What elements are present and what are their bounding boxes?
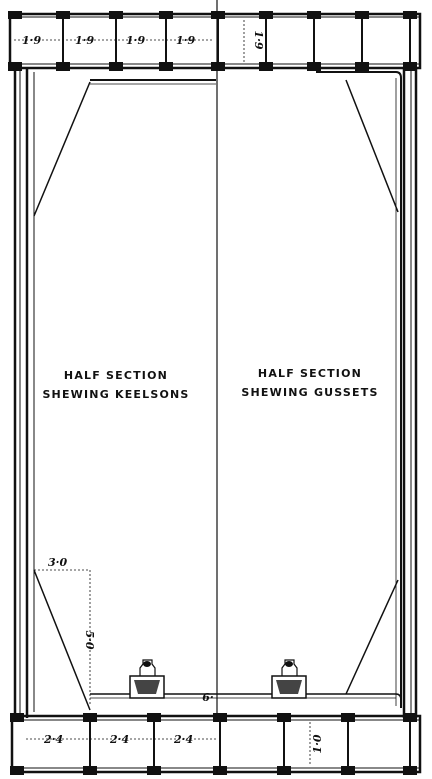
caption-left-line2: SHEWING KEELSONS bbox=[42, 388, 189, 401]
top-cell-partitions bbox=[62, 14, 411, 68]
top-cell-dim-3: 1·9 bbox=[126, 34, 145, 47]
top-cell-dim-4: 1·9 bbox=[176, 34, 195, 47]
top-cell-dim-1: 1·9 bbox=[22, 34, 41, 47]
caption-right-line2: SHEWING GUSSETS bbox=[241, 386, 378, 399]
corner-brackets bbox=[33, 79, 399, 711]
bottom-cellular-flange: 2·4 2·4 2·4 1·0 bbox=[10, 713, 422, 775]
rail-bearer-left bbox=[129, 659, 165, 699]
caption-right: HALF SECTION SHEWING GUSSETS bbox=[241, 367, 378, 399]
corner-dimensions: 3·0 5·0 ·9 bbox=[34, 556, 214, 706]
caption-left-line1: HALF SECTION bbox=[64, 369, 168, 382]
corner-height-dim: 5·0 bbox=[83, 630, 96, 649]
top-joint-plates bbox=[8, 11, 417, 71]
corner-width-dim: 3·0 bbox=[48, 556, 67, 569]
bottom-cell-dim-1: 2·4 bbox=[43, 733, 63, 746]
bottom-depth-dim: 1·0 bbox=[311, 734, 324, 753]
top-cellular-flange: 1·9 1·9 1·9 1·9 1·9 bbox=[8, 11, 422, 71]
bottom-cell-dim-2: 2·4 bbox=[109, 733, 129, 746]
top-cell-dim-2: 1·9 bbox=[75, 34, 94, 47]
top-depth-dim: 1·9 bbox=[252, 30, 265, 49]
bottom-cell-dim-3: 2·4 bbox=[173, 733, 193, 746]
caption-left: HALF SECTION SHEWING KEELSONS bbox=[42, 369, 189, 401]
rail-bearer-right bbox=[271, 659, 307, 699]
side-walls bbox=[13, 68, 418, 718]
bottom-joint-plates bbox=[10, 713, 417, 775]
caption-right-line1: HALF SECTION bbox=[258, 367, 362, 380]
floor-offset-dim: ·9 bbox=[202, 690, 214, 703]
bottom-cell-partitions bbox=[89, 716, 411, 772]
